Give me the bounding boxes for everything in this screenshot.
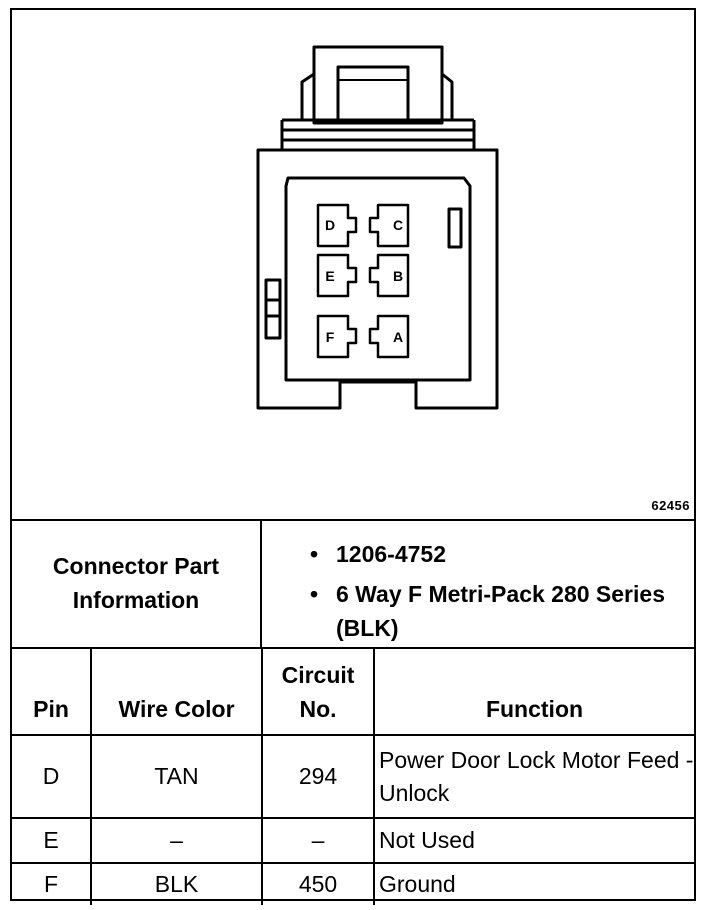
header-circuit-line2: No. (299, 696, 337, 722)
table-row: D TAN 294 Power Door Lock Motor Feed - U… (12, 734, 694, 819)
connector-info-list: • 1206-4752 • 6 Way F Metri-Pack 280 Ser… (262, 519, 694, 647)
cell-pin: E (12, 817, 92, 864)
cell-pin: F (12, 862, 92, 905)
table-row: E – – Not Used (12, 817, 694, 864)
connector-info-item: • 6 Way F Metri-Pack 280 Series (BLK) (262, 577, 694, 645)
pin-label-d: D (325, 217, 335, 233)
header-circuit: Circuit No. (261, 647, 375, 736)
part-number: 1206-4752 (336, 541, 446, 567)
pin-label-e: E (325, 268, 334, 284)
terminal-cavities (316, 203, 410, 359)
pin-label-b: B (393, 268, 403, 284)
connector-diagram: D C E B F A 62456 (12, 10, 694, 521)
connector-info-label-line2: Information (72, 587, 200, 613)
latch-slot (336, 65, 410, 125)
cell-circuit: 450 (261, 862, 375, 905)
connector-face-drawing: D C E B F A (256, 45, 499, 410)
keyway-slot (447, 207, 463, 249)
connector-page: D C E B F A 62456 Connector Part Informa… (10, 8, 696, 905)
figure-id: 62456 (651, 498, 690, 513)
table-row: F BLK 450 Ground (12, 862, 694, 905)
cavity-e (316, 253, 358, 298)
bullet: • (310, 581, 319, 607)
cavity-b (368, 253, 410, 298)
pin-label-f: F (326, 329, 335, 345)
connector-housing (256, 148, 499, 410)
connector-info-section: Connector Part Information • 1206-4752 •… (12, 519, 694, 649)
cell-wire-color: – (90, 817, 263, 864)
bullet: • (310, 541, 319, 567)
cell-circuit: 294 (261, 734, 375, 819)
header-pin: Pin (12, 647, 92, 736)
header-circuit-line1: Circuit (281, 662, 355, 688)
pin-label-a: A (393, 329, 403, 345)
connector-type: 6 Way F Metri-Pack 280 Series (BLK) (336, 581, 665, 641)
cavity-f (316, 314, 358, 359)
connector-info-label: Connector Part Information (12, 519, 262, 647)
cavity-c (368, 203, 410, 248)
cell-circuit: – (261, 817, 375, 864)
cavity-a (368, 314, 410, 359)
side-lock (264, 278, 282, 340)
pin-table-header: Pin Wire Color Circuit No. Function (12, 647, 694, 736)
cell-function: Power Door Lock Motor Feed - Unlock (373, 734, 694, 819)
connector-info-item: • 1206-4752 (262, 537, 694, 571)
latch-tab-outline (312, 45, 444, 125)
cell-wire-color: BLK (90, 862, 263, 905)
pin-cavity-area (284, 176, 472, 382)
cell-pin: D (12, 734, 92, 819)
cell-function: Not Used (373, 817, 694, 864)
cell-function: Ground (373, 862, 694, 905)
cavity-d (316, 203, 358, 248)
pin-label-c: C (393, 217, 403, 233)
cell-wire-color: TAN (90, 734, 263, 819)
header-function: Function (373, 647, 694, 736)
header-wire-color: Wire Color (90, 647, 263, 736)
connector-info-label-line1: Connector Part (52, 553, 220, 579)
pin-table: Pin Wire Color Circuit No. Function D TA… (12, 647, 694, 905)
